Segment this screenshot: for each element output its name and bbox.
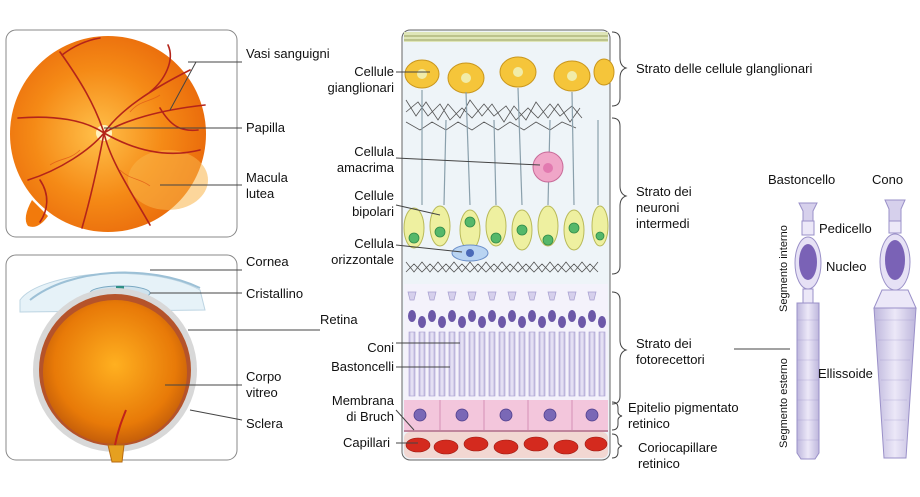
label-vitreous-1: Corpo	[246, 369, 281, 384]
label-papilla: Papilla	[246, 120, 286, 135]
label-chorio-1: Coriocapillare	[638, 440, 717, 455]
label-sclera: Sclera	[246, 416, 284, 431]
label-capillaries: Capillari	[343, 435, 390, 450]
photoreceptor-layer	[404, 284, 608, 400]
label-amacrine-2: amacrima	[337, 160, 395, 175]
label-ellipsoid: Ellissoide	[818, 366, 873, 381]
label-vitreous-2: vitreo	[246, 385, 278, 400]
label-macula-2: lutea	[246, 186, 275, 201]
label-vessels: Vasi sanguigni	[246, 46, 330, 61]
rod-cell	[794, 202, 822, 460]
label-nucleus: Nucleo	[826, 259, 866, 274]
label-rods: Bastoncelli	[331, 359, 394, 374]
label-intermediate-1: Strato dei	[636, 184, 692, 199]
pigment-epithelium	[404, 400, 608, 432]
fundus-panel	[5, 29, 238, 238]
label-pigment-1: Epitelio pigmentato	[628, 400, 739, 415]
cell-labels: Cellule gianglionari Cellula amacrima Ce…	[328, 64, 395, 450]
label-photoreceptor-2: fotorecettori	[636, 352, 705, 367]
cone-cell	[873, 199, 917, 459]
cornea-arc	[29, 271, 201, 301]
label-ganglion-1: Cellule	[354, 64, 394, 79]
label-pigment-2: retinico	[628, 416, 670, 431]
label-intermediate-2: neuroni	[636, 200, 679, 215]
label-amacrine-1: Cellula	[354, 144, 395, 159]
label-chorio-2: retinico	[638, 456, 680, 471]
macula-spot	[128, 150, 208, 210]
retina-layers-panel	[401, 29, 615, 461]
label-bipolar-1: Cellule	[354, 188, 394, 203]
label-ganglion-2: gianglionari	[328, 80, 395, 95]
outer-plexiform-layer	[405, 261, 599, 273]
label-rod: Bastoncello	[768, 172, 835, 187]
amacrine-cell	[532, 151, 564, 183]
receptor-detail-panel	[794, 199, 917, 460]
label-inner-segment: Segmento interno	[778, 225, 790, 312]
layer-labels: Strato delle cellule glanglionari Strato…	[628, 61, 812, 471]
label-pedicle: Pedicello	[819, 221, 872, 236]
label-bruch-2: di Bruch	[346, 409, 394, 424]
choriocapillaris	[404, 432, 608, 458]
label-horizontal-1: Cellula	[354, 236, 395, 251]
label-cone: Cono	[872, 172, 903, 187]
label-lens: Cristallino	[246, 286, 303, 301]
eye-panel	[5, 254, 238, 463]
label-bruch-1: Membrana	[332, 393, 395, 408]
label-intermediate-3: intermedi	[636, 216, 690, 231]
label-macula-1: Macula	[246, 170, 289, 185]
label-cornea: Cornea	[246, 254, 289, 269]
inner-plexiform-layer	[405, 99, 583, 131]
vitreous-body	[43, 300, 187, 444]
label-cones: Coni	[367, 340, 394, 355]
label-retina: Retina	[320, 312, 358, 327]
label-photoreceptor-1: Strato dei	[636, 336, 692, 351]
label-ganglion-layer: Strato delle cellule glanglionari	[636, 61, 812, 76]
label-outer-segment: Segmento esterno	[778, 358, 790, 448]
layer-brackets	[611, 31, 790, 459]
label-horizontal-2: orizzontale	[331, 252, 394, 267]
horizontal-cell	[451, 244, 489, 262]
label-bipolar-2: bipolari	[352, 204, 394, 219]
fundus-vessels	[17, 37, 206, 229]
